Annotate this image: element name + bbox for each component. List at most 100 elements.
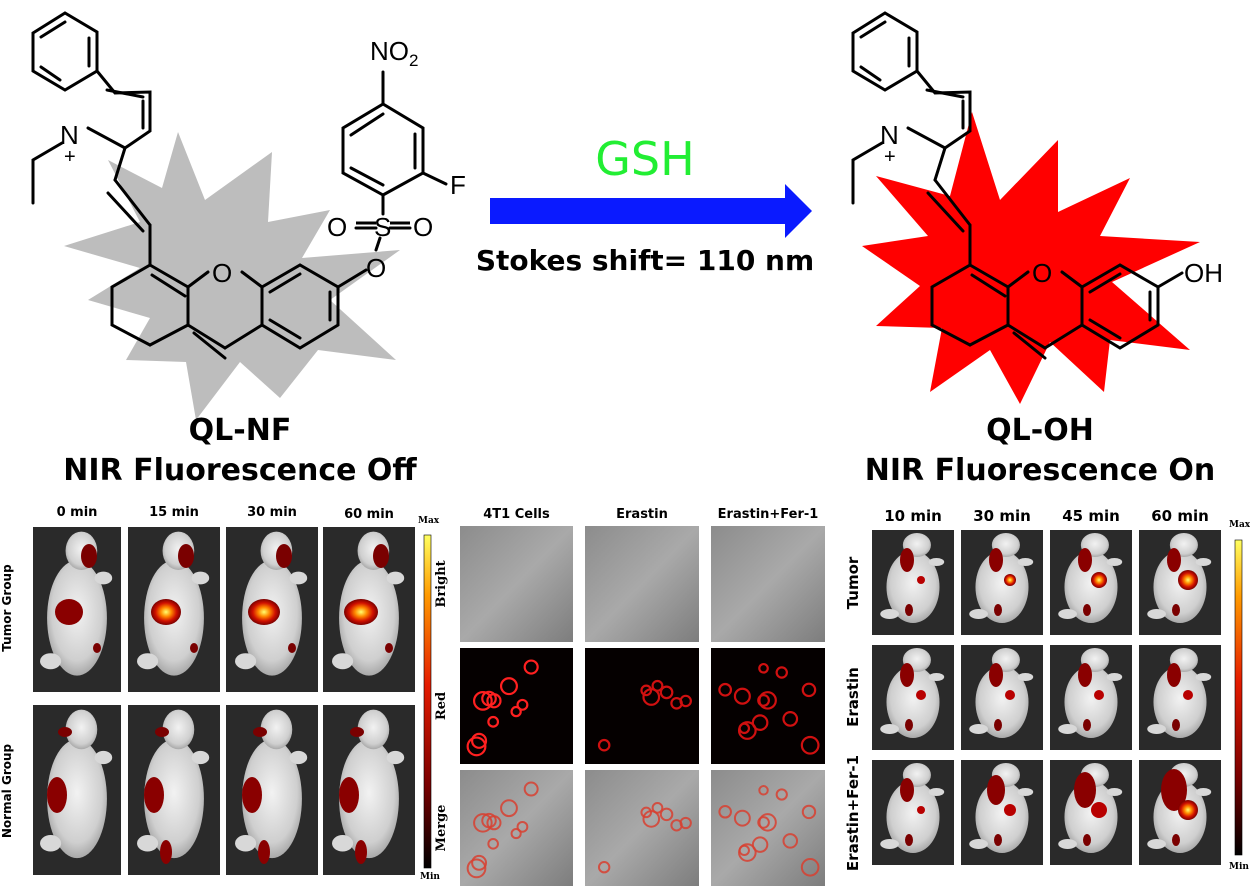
normal-mouse [40,709,113,859]
mouse-leg [40,835,62,852]
mouse-head [162,709,195,750]
mouse-leg [1195,558,1212,566]
mouse-leg [94,750,113,765]
cell-signal-merged [523,781,539,797]
left-row-normal: Normal Group [0,743,14,839]
cell-signal-merged [758,813,777,832]
organ-signal [989,548,1003,572]
mouse-body [1153,666,1207,738]
cell-signals [466,659,820,879]
cell-signal [516,698,529,711]
mouse-leg [386,571,405,585]
right-mouse [1147,533,1212,623]
signal-spot [385,643,393,653]
cell-signal [640,684,653,697]
signal-spot [155,727,169,737]
cell-signal-merged [718,804,732,819]
mouse-leg [1147,839,1166,849]
right-mice [880,533,1212,853]
signal-spot [288,643,296,653]
tumor-signal [1004,804,1016,816]
right-molecule-name: QL-OH [986,413,1094,448]
signal-spot [905,834,913,846]
signal-spot [1172,604,1180,616]
tumor-signal [55,599,83,625]
cell-signal [481,690,497,707]
organ-signal [339,777,359,813]
cell-signal-merged [659,807,674,822]
cell-signal [800,735,820,755]
organ-signal [987,775,1005,805]
right-row-tumor: Tumor [844,556,862,610]
signal-spot [905,719,913,731]
cell-signal-merged [510,828,522,840]
mouse-body [144,739,204,859]
left-colorbar-max: Max [418,516,440,526]
tumor-mouse [332,531,405,676]
left-atom-n: N [60,120,79,150]
right-colorbar [1234,539,1243,856]
cell-signal-merged [471,854,488,871]
cell-signal-merged [751,836,769,853]
cell-signal [758,691,777,710]
cell-signal [466,736,487,757]
mouse-leg [880,839,899,849]
cell-signal-merged [733,809,751,827]
cell-signal [751,714,769,731]
tumor-signal [1004,574,1016,586]
left-time-1: 15 min [149,505,199,520]
signal-spot [1172,719,1180,731]
left-atom-f: F [450,170,466,200]
tumor-signal [248,599,280,625]
signal-spot [994,834,1002,846]
right-row-erastin: Erastin [844,667,862,727]
cell-signal [670,697,683,710]
normal-mouse [332,709,405,864]
cell-signal [775,666,788,679]
signal-spot [1083,604,1091,616]
tumor-signal [1005,690,1015,700]
mouse-leg [928,673,945,681]
mouse-leg [1058,609,1077,619]
organ-signal [1167,548,1181,572]
mouse-head [65,709,98,750]
cell-signal-merged [670,819,683,832]
normal-mouse [137,709,210,864]
cell-signal [472,690,493,711]
mouse-leg [332,835,354,852]
cell-signal [757,693,770,707]
left-molecule-bonds [31,11,448,360]
left-atom-no2: NO2 [370,36,419,71]
mouse-body [975,781,1029,853]
tumor-signal [1178,570,1198,590]
mouse-leg [1017,673,1034,681]
right-molecule-bonds [851,11,1184,360]
cell-signal-merged [758,785,769,796]
mouse-leg [137,835,159,852]
left-time-2: 30 min [247,505,297,520]
mouse-leg [1195,673,1212,681]
mouse-body [975,551,1029,623]
mouse-leg [969,839,988,849]
organ-signal [1078,663,1092,687]
mouse-body [339,739,399,859]
right-time-3: 60 min [1151,507,1209,525]
cell-signal [801,682,817,698]
cell-signal-merged [640,806,653,819]
right-mouse [969,533,1034,623]
tumor-signal [1094,690,1104,700]
organ-signal [1167,663,1181,687]
right-mouse [1147,763,1212,853]
right-mouse [1058,648,1123,738]
signal-spot [190,643,198,653]
right-atom-oh: OH [1184,258,1223,288]
tumor-signal [1178,800,1198,820]
left-mice [40,531,405,864]
cell-signal-merged [651,801,664,814]
cell-signal [642,688,661,706]
organ-signal [258,840,270,864]
cell-col-erastin-fer1: Erastin+Fer-1 [717,507,819,522]
organ-signal [242,777,262,813]
right-mouse [1058,533,1123,623]
